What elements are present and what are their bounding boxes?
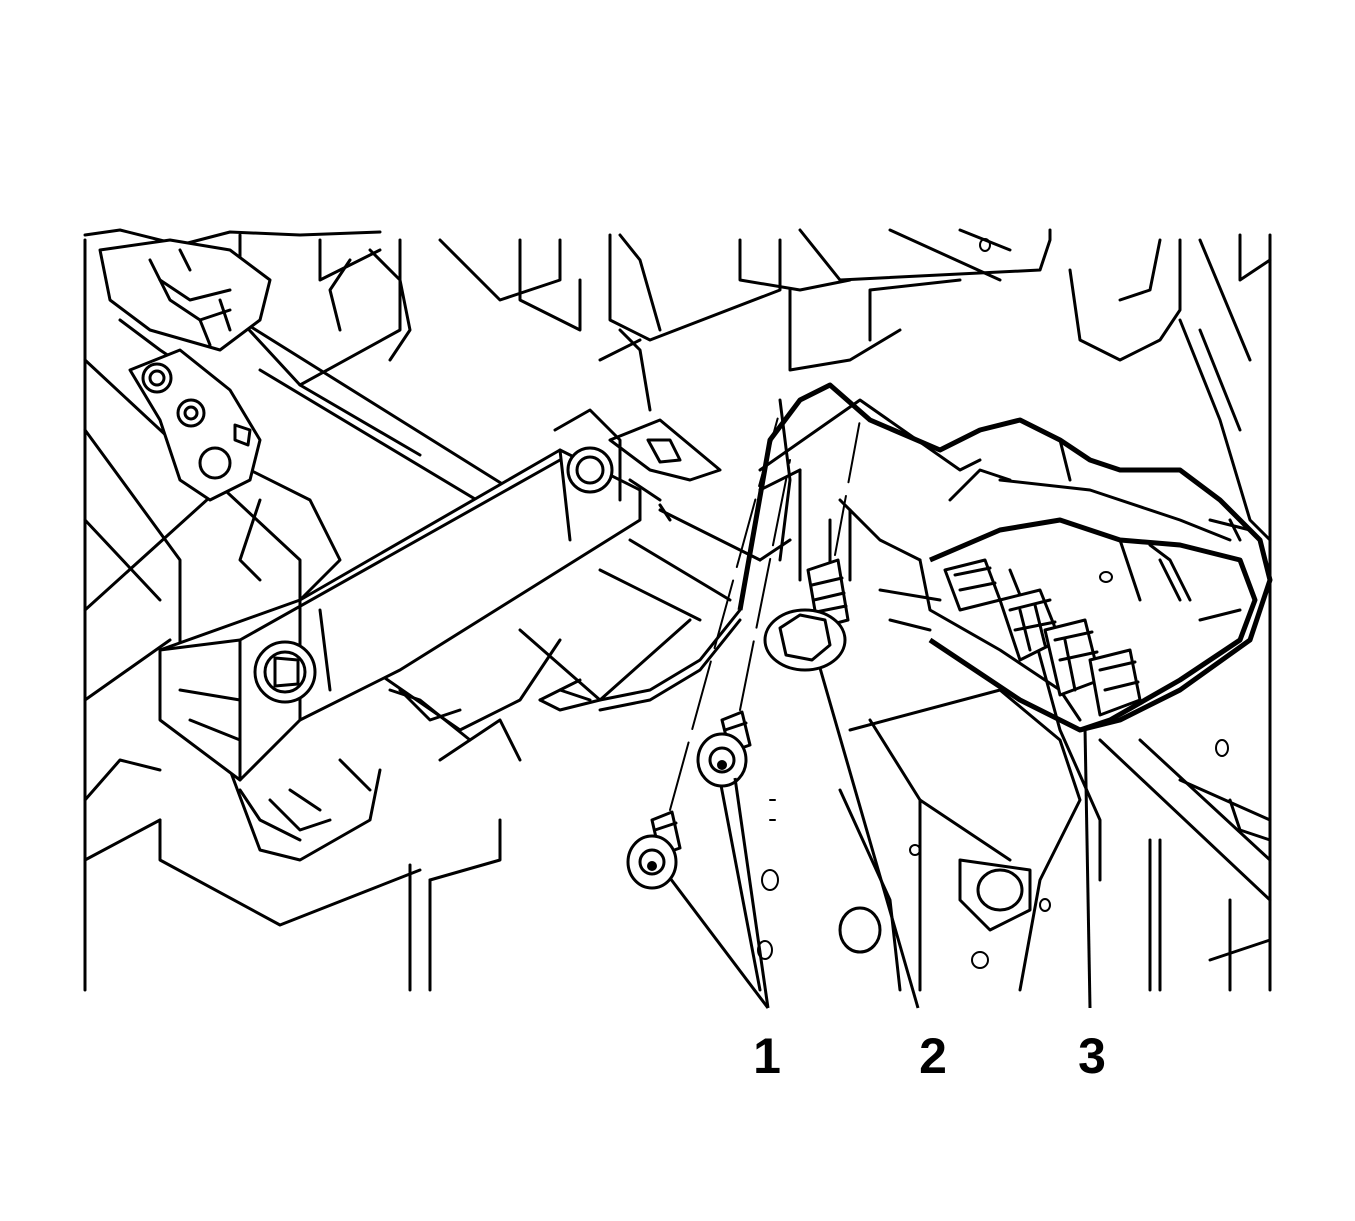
- fasteners: [626, 558, 850, 890]
- leader-line-2: [818, 667, 920, 1009]
- callout-labels: 1 2 3: [753, 1028, 1106, 1084]
- callout-label-1: 1: [753, 1028, 781, 1084]
- leader-line-1a: [668, 877, 770, 1009]
- callout-label-2: 2: [919, 1028, 947, 1084]
- hex-bolt: [763, 558, 850, 672]
- installation-axes: [669, 409, 861, 811]
- electronic-module: [918, 438, 1258, 733]
- callout-label-3: 3: [1078, 1028, 1106, 1084]
- screw-lower: [626, 810, 682, 890]
- upper-left-connector: [98, 238, 272, 502]
- callout-leaders: [668, 667, 1092, 1009]
- leader-line-1b: [733, 777, 770, 1009]
- leader-line-3: [1083, 727, 1092, 1009]
- screw-upper: [696, 710, 752, 788]
- module-bracket: [538, 382, 1273, 733]
- cross-bracket: [158, 328, 722, 782]
- background-structure: [83, 228, 1272, 992]
